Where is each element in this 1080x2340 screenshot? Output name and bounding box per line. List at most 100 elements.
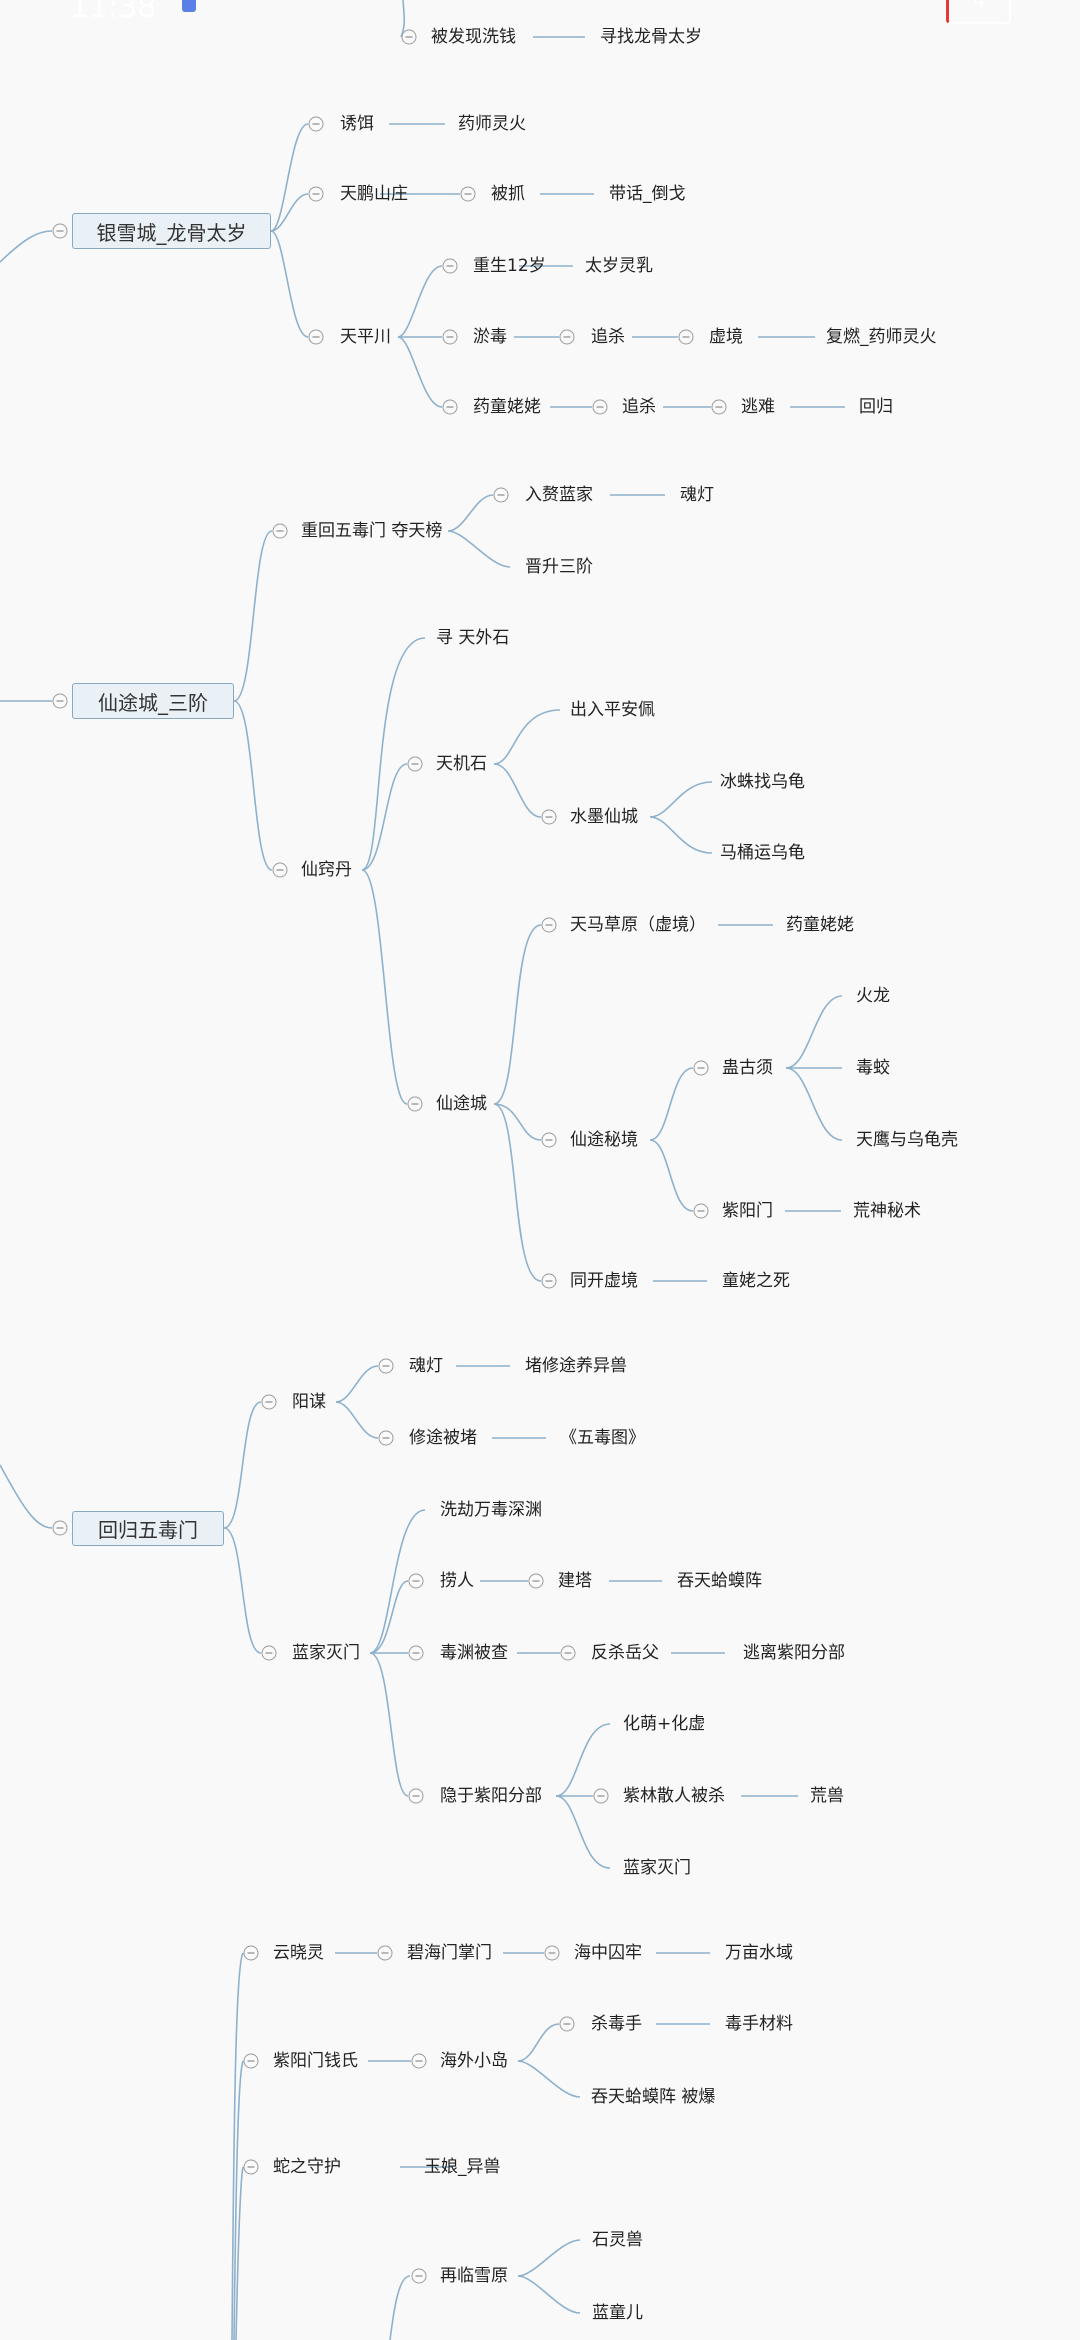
- node-tonglao[interactable]: 童姥之死: [722, 1271, 790, 1291]
- node-tuntian[interactable]: 吞天蛤蟆阵: [677, 1571, 762, 1591]
- collapse-icon[interactable]: [541, 809, 557, 825]
- collapse-icon[interactable]: [541, 1273, 557, 1289]
- node-shadushou[interactable]: 杀毒手: [591, 2014, 642, 2034]
- node-jinsheng[interactable]: 晋升三阶: [525, 557, 593, 577]
- node-huigui[interactable]: 回归: [859, 397, 893, 417]
- node-huameng[interactable]: 化萌+化虚: [623, 1714, 706, 1734]
- node-haizhong[interactable]: 海中囚牢: [574, 1943, 642, 1963]
- node-dushoucailiao[interactable]: 毒手材料: [725, 2014, 793, 2034]
- collapse-icon[interactable]: [308, 116, 324, 132]
- node-xianqiao[interactable]: 仙窍丹: [301, 860, 352, 880]
- node-yunxiao[interactable]: 云晓灵: [273, 1943, 324, 1963]
- collapse-icon[interactable]: [711, 399, 727, 415]
- node-xuntianwai[interactable]: 寻 天外石: [436, 628, 510, 648]
- node-hundeng[interactable]: 魂灯: [680, 485, 714, 505]
- node-tuntianbeibao[interactable]: 吞天蛤蟆阵 被爆: [591, 2087, 716, 2107]
- collapse-icon[interactable]: [442, 258, 458, 274]
- node-daihua[interactable]: 带话_倒戈: [609, 184, 686, 204]
- collapse-icon[interactable]: [401, 29, 417, 45]
- collapse-icon[interactable]: [592, 399, 608, 415]
- node-tianying[interactable]: 天鹰与乌龟壳: [856, 1130, 958, 1150]
- node-xunzhao[interactable]: 寻找龙骨太岁: [600, 27, 702, 47]
- node-tianma[interactable]: 天马草原（虚境）: [570, 915, 706, 935]
- node-lanjia2[interactable]: 蓝家灭门: [623, 1858, 691, 1878]
- collapse-icon[interactable]: [693, 1203, 709, 1219]
- node-xiantumijing[interactable]: 仙途秘境: [570, 1130, 638, 1150]
- collapse-icon[interactable]: [442, 399, 458, 415]
- node-guguxu[interactable]: 蛊古须: [722, 1058, 773, 1078]
- collapse-icon[interactable]: [272, 862, 288, 878]
- node-laoren[interactable]: 捞人: [440, 1571, 474, 1591]
- collapse-icon[interactable]: [560, 1645, 576, 1661]
- node-ziyangmen[interactable]: 紫阳门: [722, 1201, 773, 1221]
- node-ruzhui[interactable]: 入赘蓝家: [525, 485, 593, 505]
- node-shuimo[interactable]: 水墨仙城: [570, 807, 638, 827]
- node-lanjia[interactable]: 蓝家灭门: [292, 1643, 360, 1663]
- topic-yinxue[interactable]: 银雪城_龙骨太岁: [72, 213, 271, 249]
- collapse-icon[interactable]: [559, 2016, 575, 2032]
- node-beifaxian[interactable]: 被发现洗钱: [431, 27, 516, 47]
- collapse-icon[interactable]: [541, 917, 557, 933]
- collapse-icon[interactable]: [408, 1645, 424, 1661]
- collapse-icon[interactable]: [407, 1096, 423, 1112]
- node-duyuan[interactable]: 毒渊被查: [440, 1643, 508, 1663]
- collapse-icon[interactable]: [52, 693, 68, 709]
- node-xiutubeidu[interactable]: 修途被堵: [409, 1428, 477, 1448]
- collapse-icon[interactable]: [377, 1945, 393, 1961]
- collapse-icon[interactable]: [408, 1573, 424, 1589]
- node-xujing[interactable]: 虚境: [709, 327, 743, 347]
- node-tianping[interactable]: 天平川: [340, 327, 391, 347]
- node-matong[interactable]: 马桶运乌龟: [720, 843, 805, 863]
- node-chonghui[interactable]: 重回五毒门 夺天榜: [301, 521, 443, 541]
- node-chongsheng[interactable]: 重生12岁: [473, 256, 546, 276]
- collapse-icon[interactable]: [411, 2053, 427, 2069]
- collapse-icon[interactable]: [261, 1645, 277, 1661]
- node-yuniang[interactable]: 玉娘_异兽: [424, 2157, 501, 2177]
- collapse-icon[interactable]: [378, 1358, 394, 1374]
- collapse-icon[interactable]: [541, 1132, 557, 1148]
- collapse-icon[interactable]: [308, 186, 324, 202]
- node-churu[interactable]: 出入平安佩: [570, 700, 655, 720]
- node-yaotong[interactable]: 药童姥姥: [473, 397, 541, 417]
- node-shiling[interactable]: 石灵兽: [592, 2230, 643, 2250]
- node-qianshi[interactable]: 紫阳门钱氏: [273, 2051, 358, 2071]
- node-xijie[interactable]: 洗劫万毒深渊: [440, 1500, 542, 1520]
- node-zhuisha[interactable]: 追杀: [622, 397, 656, 417]
- node-yaoshi[interactable]: 药师灵火: [458, 114, 526, 134]
- node-dujiao[interactable]: 毒蛟: [856, 1058, 890, 1078]
- node-zailin[interactable]: 再临雪原: [440, 2266, 508, 2286]
- topic-huiguiwudu[interactable]: 回归五毒门: [72, 1511, 224, 1546]
- collapse-icon[interactable]: [52, 223, 68, 239]
- node-tongkai[interactable]: 同开虚境: [570, 1271, 638, 1291]
- node-hundeng[interactable]: 魂灯: [409, 1356, 443, 1376]
- node-yaotong[interactable]: 药童姥姥: [786, 915, 854, 935]
- collapse-icon[interactable]: [559, 329, 575, 345]
- collapse-icon[interactable]: [261, 1394, 277, 1410]
- node-yudu[interactable]: 淤毒: [473, 327, 507, 347]
- node-taonan[interactable]: 逃难: [741, 397, 775, 417]
- node-huangshen[interactable]: 荒神秘术: [853, 1201, 921, 1221]
- collapse-icon[interactable]: [460, 186, 476, 202]
- node-taisui[interactable]: 太岁灵乳: [585, 256, 653, 276]
- collapse-icon[interactable]: [407, 756, 423, 772]
- collapse-icon[interactable]: [272, 523, 288, 539]
- collapse-icon[interactable]: [243, 2053, 259, 2069]
- node-huangshou[interactable]: 荒兽: [810, 1786, 844, 1806]
- collapse-icon[interactable]: [243, 2159, 259, 2175]
- node-lantonger[interactable]: 蓝童儿: [592, 2303, 643, 2323]
- node-yangmou[interactable]: 阳谋: [292, 1392, 326, 1412]
- collapse-icon[interactable]: [308, 329, 324, 345]
- collapse-icon[interactable]: [243, 1945, 259, 1961]
- node-duxiutu[interactable]: 堵修途养异兽: [525, 1356, 627, 1376]
- collapse-icon[interactable]: [593, 1788, 609, 1804]
- collapse-icon[interactable]: [442, 329, 458, 345]
- node-tianpeng[interactable]: 天鹏山庄: [340, 184, 408, 204]
- topic-xiantu3[interactable]: 仙途城_三阶: [72, 683, 234, 719]
- node-shezhi[interactable]: 蛇之守护: [273, 2157, 341, 2177]
- node-jianta[interactable]: 建塔: [558, 1571, 592, 1591]
- node-wudutu[interactable]: 《五毒图》: [560, 1428, 645, 1448]
- node-yinyu[interactable]: 隐于紫阳分部: [440, 1786, 542, 1806]
- collapse-icon[interactable]: [493, 487, 509, 503]
- node-taoli[interactable]: 逃离紫阳分部: [743, 1643, 845, 1663]
- collapse-icon[interactable]: [678, 329, 694, 345]
